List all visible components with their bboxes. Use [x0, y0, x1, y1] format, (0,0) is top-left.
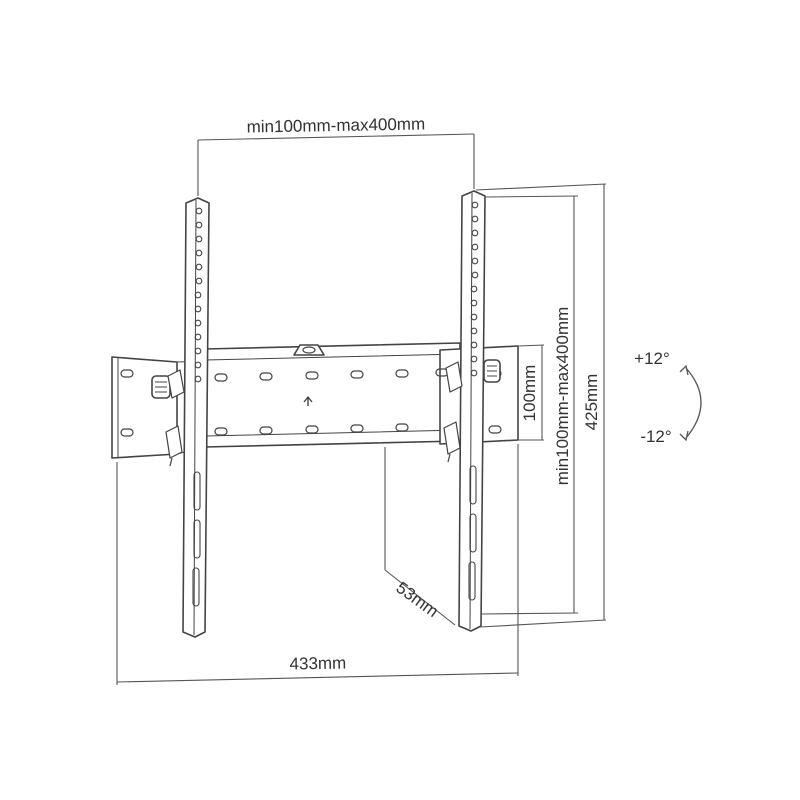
- level-arrow-icon: [303, 396, 313, 406]
- dim-total-height-line: [475, 183, 607, 628]
- dim-bracket-height-line: [517, 344, 545, 441]
- left-arm-holes: [192, 207, 203, 607]
- label-total-width: 433mm: [289, 654, 346, 674]
- label-vesa-width: min100mm-max400mm: [246, 114, 425, 136]
- label-tilt-down: -12°: [640, 427, 671, 446]
- right-vertical-arm: [443, 190, 486, 632]
- label-total-height: 425mm: [582, 374, 601, 431]
- tilt-arc-icon: [679, 364, 702, 442]
- dim-total-width-line: [116, 444, 519, 685]
- label-tilt-up: +12°: [634, 349, 670, 368]
- tilt-knob-left: [151, 375, 171, 399]
- tilt-knob-right: [483, 359, 501, 383]
- label-bracket-height: 100mm: [520, 365, 539, 422]
- dim-depth-line: [384, 447, 456, 626]
- spirit-level-icon: [293, 344, 325, 356]
- label-vesa-height: min100mm-max400mm: [553, 307, 572, 486]
- dim-vesa-width-line: [197, 133, 475, 196]
- left-vertical-arm: [165, 197, 210, 638]
- dim-vesa-height-line: [481, 195, 579, 615]
- label-depth: 53mm: [393, 578, 442, 621]
- right-arm-holes: [468, 201, 479, 601]
